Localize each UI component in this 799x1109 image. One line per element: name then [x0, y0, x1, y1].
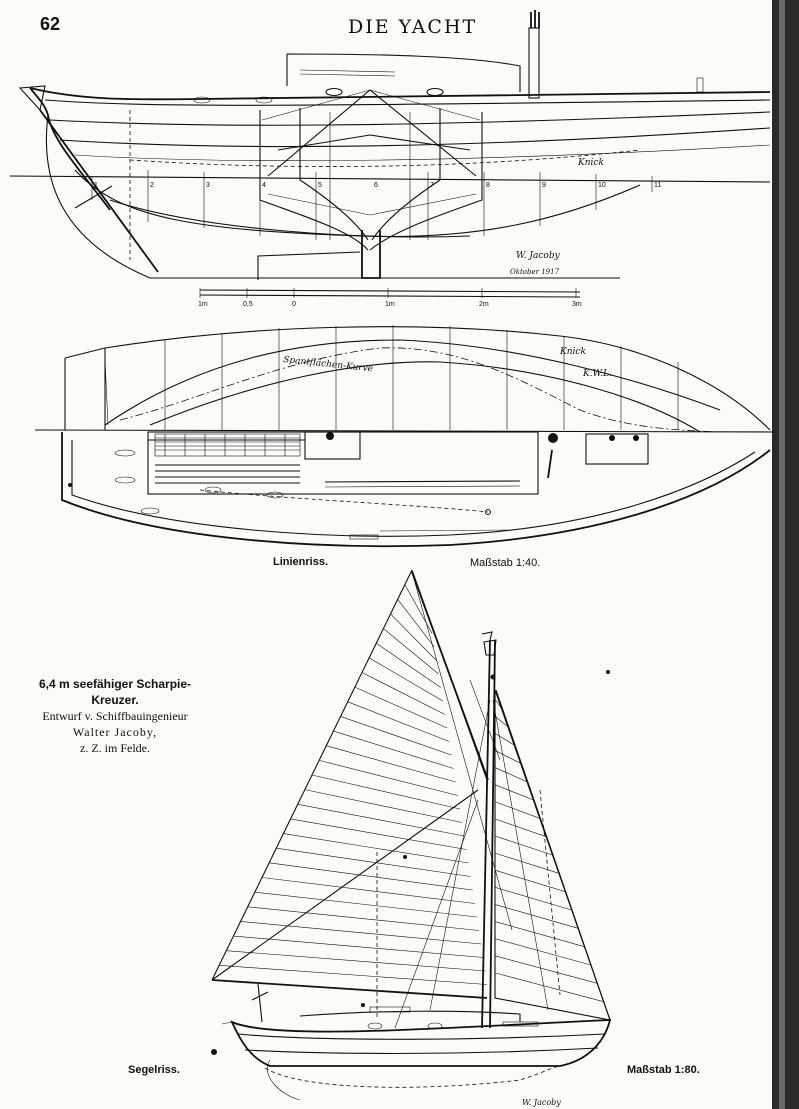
- mainsail-seam: [354, 686, 448, 729]
- mainsail-seam: [326, 745, 456, 783]
- lines-plan-caption: Linienriss.: [273, 556, 329, 568]
- scale-bar-label: 1m: [385, 301, 395, 308]
- mainsail-seam: [254, 891, 478, 918]
- mainsail-seam: [390, 613, 437, 661]
- jib-seam: [494, 904, 579, 929]
- page-number: 62: [40, 14, 61, 34]
- mainsail-seam: [404, 584, 433, 634]
- design-title-line1: 6,4 m seefähiger Scharpie-: [38, 677, 192, 691]
- station-number: 6: [374, 182, 378, 189]
- mainsail-seam: [340, 716, 452, 756]
- jib-seam: [494, 698, 502, 709]
- designer-name: Walter Jacoby,: [72, 725, 158, 739]
- scale-bar-label: 3m: [572, 301, 582, 308]
- binding-edge-highlight: [779, 0, 785, 1109]
- half-breadth-view: [34, 325, 776, 548]
- mainsail-seam: [247, 906, 480, 931]
- mainsail-seam: [290, 818, 467, 850]
- jib-seam: [494, 835, 553, 856]
- jib-seam: [494, 955, 598, 984]
- mainsail-seam: [240, 921, 482, 945]
- sail-plan-view: [211, 569, 612, 1101]
- knick-label-profile: Knick: [577, 158, 604, 168]
- station-number: 1: [94, 182, 98, 189]
- station-number: 7: [430, 182, 434, 189]
- mainsail-seam: [219, 965, 488, 985]
- design-title-line2: Kreuzer.: [91, 693, 139, 707]
- scale-bar-label: 2m: [479, 301, 489, 308]
- kwl-label-plan: K.W.L.: [582, 369, 612, 379]
- sail-plan-caption: Segelriss.: [128, 1064, 180, 1076]
- binding-edge: [772, 0, 799, 1109]
- station-number: 4: [262, 182, 266, 189]
- sail-plan-scale: Maßstab 1:80.: [627, 1064, 700, 1076]
- signature-sail-plan: W. Jacoby: [522, 1098, 561, 1107]
- scale-bar-label: 0,5: [243, 301, 253, 308]
- mainsail-seam: [276, 847, 471, 877]
- jib-seam: [494, 818, 547, 837]
- mainsail-seam: [233, 935, 484, 958]
- designer-line1: Entwurf v. Schiffbauingenieur: [42, 709, 188, 723]
- station-numbers: 1 2 3 4 5 6 7 8 9 10 11: [94, 182, 661, 189]
- mainsail-seam: [311, 774, 460, 810]
- jib-seam: [494, 852, 559, 874]
- drawing-date: Oktober 1917: [510, 268, 560, 276]
- station-number: 10: [598, 182, 606, 189]
- jib-seam: [494, 869, 566, 892]
- scale-bar-label: 1m: [198, 301, 208, 308]
- scale-bar-label: 0: [292, 301, 296, 308]
- station-number: 3: [206, 182, 210, 189]
- profile-view: [9, 10, 771, 298]
- mainsail-seam: [226, 950, 486, 972]
- mainsail-seam: [269, 862, 473, 891]
- mainsail-seam: [261, 877, 475, 904]
- lines-plan-scale: Maßstab 1:40.: [470, 557, 541, 569]
- station-number: 11: [654, 182, 661, 189]
- mainsail-seam: [319, 760, 458, 796]
- designer-note: z. Z. im Felde.: [80, 741, 150, 755]
- jib-seam: [494, 801, 540, 819]
- jib-seam: [494, 784, 534, 801]
- jib-seam: [494, 715, 508, 727]
- station-number: 9: [542, 182, 546, 189]
- knick-label-plan: Knick: [559, 347, 586, 357]
- mainsail-seam: [397, 599, 435, 648]
- jib-seam: [494, 767, 528, 782]
- signature-lines-plan: W. Jacoby: [516, 251, 561, 261]
- jib-seam: [494, 733, 515, 746]
- mainsail-seam: [347, 701, 450, 742]
- jib-seam: [494, 972, 604, 1002]
- mainsail-seam: [283, 833, 469, 864]
- jib-seam: [494, 750, 521, 764]
- mainsail-seam: [368, 657, 443, 702]
- jib-seam: [494, 938, 591, 966]
- station-number: 5: [318, 182, 322, 189]
- station-number: 8: [486, 182, 490, 189]
- mainsail-seam: [376, 642, 441, 688]
- journal-title: DIE YACHT: [348, 16, 478, 38]
- station-number: 2: [150, 182, 154, 189]
- mainsail-seam: [361, 672, 446, 715]
- mainsail-seam: [297, 803, 465, 837]
- mainsail-seam: [304, 789, 463, 823]
- design-description: 6,4 m seefähiger Scharpie- Kreuzer. Entw…: [20, 676, 210, 756]
- mainsail-seam: [383, 628, 439, 675]
- jib-seam: [494, 921, 585, 947]
- mainsail-seam: [333, 730, 454, 769]
- scale-bar-labels: 1m 0,5 0 1m 2m 3m: [198, 301, 582, 308]
- jib-seam: [494, 887, 572, 911]
